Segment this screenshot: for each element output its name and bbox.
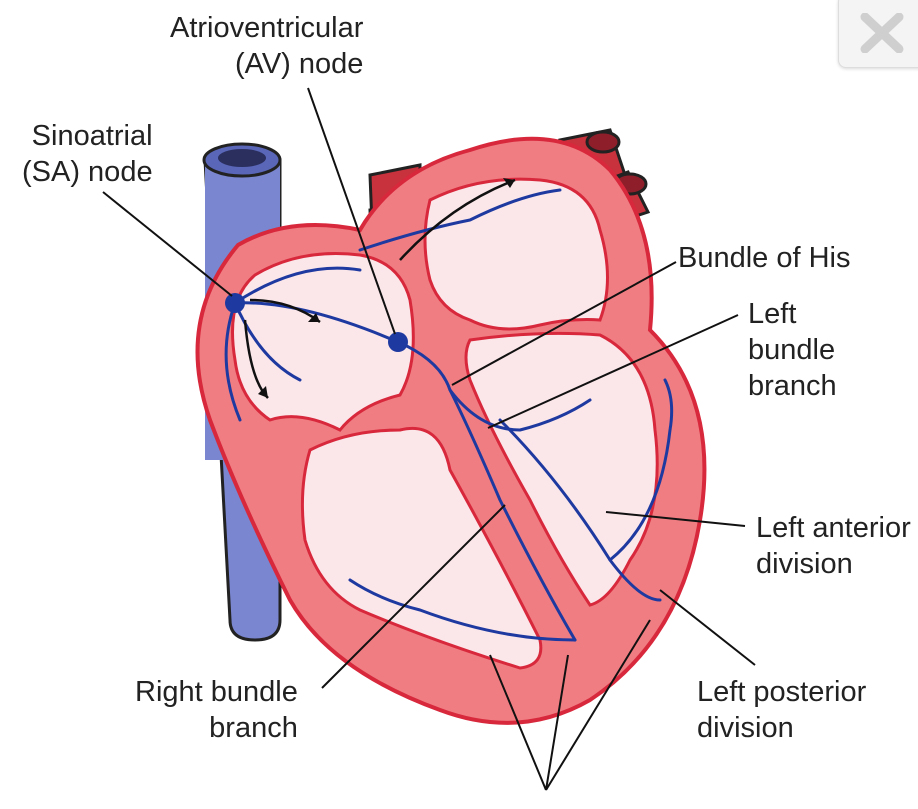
right-bundle-branch-line1: Right bundle	[135, 676, 298, 708]
bundle-of-his-label: Bundle of His	[678, 242, 851, 274]
av-node-label-line2: (AV) node	[234, 48, 364, 80]
right-ventricle	[300, 426, 543, 670]
right-bundle-branch-label: Right bundle branch	[135, 674, 298, 746]
left-posterior-division-line2: division	[697, 712, 794, 744]
av-node-dot	[388, 332, 408, 352]
av-node-label-line1: Atrioventricular	[170, 12, 364, 44]
node-dots	[225, 293, 408, 352]
right-bundle-branch-line2: branch	[209, 712, 298, 744]
sa-node-label-line2: (SA) node	[22, 156, 153, 188]
av-node-label: Atrioventricular (AV) node	[170, 10, 363, 82]
left-posterior-division-label: Left posterior division	[697, 674, 866, 746]
sa-node-label: Sinoatrial (SA) node	[22, 118, 153, 190]
arrow-heads	[258, 178, 515, 398]
leader-lines	[102, 87, 756, 791]
right-atrium	[231, 252, 415, 432]
left-atrium	[423, 177, 609, 331]
left-bundle-branch-line1: Left	[748, 298, 797, 330]
left-ventricle	[464, 331, 659, 607]
left-bundle-branch-line3: branch	[748, 370, 837, 402]
sa-node-label-line1: Sinoatrial	[31, 120, 153, 152]
left-anterior-division-line2: division	[756, 548, 853, 580]
left-anterior-division-line1: Left anterior	[756, 512, 911, 544]
left-bundle-branch-line2: bundle	[748, 334, 836, 366]
conduction-system	[224, 188, 674, 642]
sa-node-dot	[225, 293, 245, 313]
left-posterior-division-line1: Left posterior	[697, 676, 867, 708]
close-button[interactable]	[838, 0, 918, 68]
left-anterior-division-label: Left anterior division	[756, 510, 918, 582]
close-x-icon	[860, 13, 904, 53]
left-bundle-branch-label: Left bundle branch	[748, 296, 837, 404]
